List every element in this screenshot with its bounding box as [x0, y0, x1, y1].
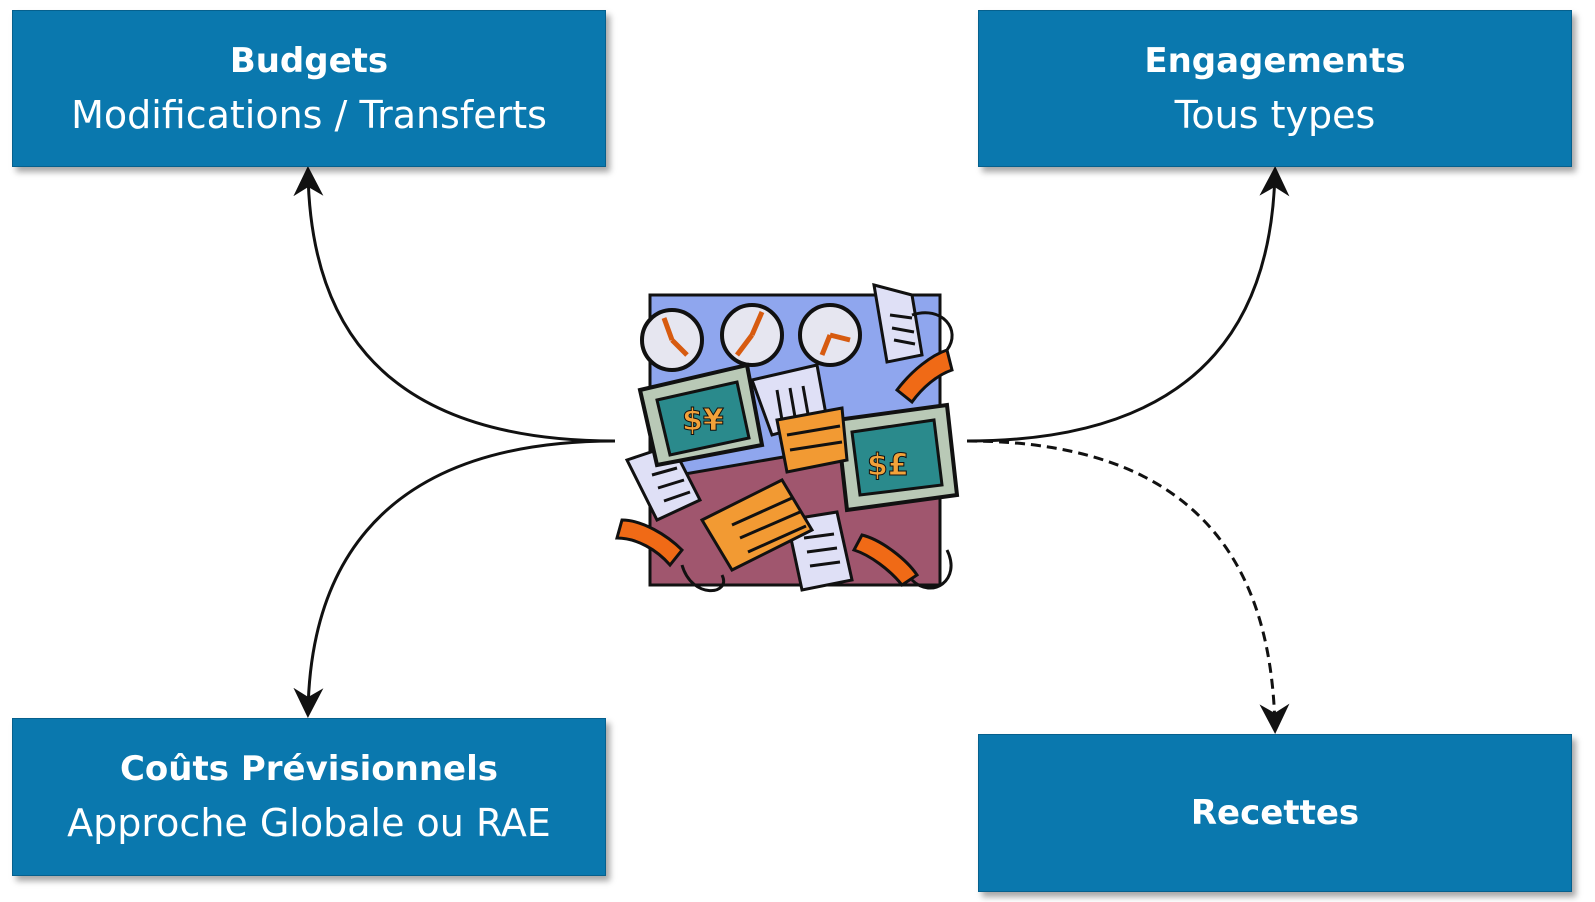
telephone-icon [851, 533, 920, 588]
budgets-box: Budgets Modifications / Transferts [12, 10, 606, 167]
clock-icon [798, 303, 862, 367]
budgets-subtitle: Modifications / Transferts [71, 92, 547, 137]
clock-icon [720, 303, 784, 367]
computer-monitor-icon: $£ [834, 402, 960, 513]
couts-title: Coûts Prévisionnels [119, 749, 499, 789]
connector-to-engagements [966, 166, 1290, 443]
document-icon [872, 282, 924, 364]
finance-office-clipart-icon: $¥ $£ [615, 282, 960, 593]
engagements-subtitle: Tous types [1174, 92, 1376, 137]
connector-to-couts [293, 439, 616, 718]
keyboard-icon [775, 406, 849, 474]
engagements-box: Engagements Tous types [978, 10, 1572, 167]
connector-to-budgets [293, 166, 616, 443]
telephone-icon [894, 348, 954, 405]
svg-text:$¥: $¥ [682, 403, 724, 438]
computer-monitor-icon: $¥ [637, 362, 765, 468]
couts-previsionnels-box: Coûts Prévisionnels Approche Globale ou … [12, 718, 606, 876]
couts-subtitle: Approche Globale ou RAE [67, 801, 551, 845]
svg-text:$£: $£ [867, 448, 909, 483]
connector-to-recettes [966, 439, 1290, 734]
budgets-title: Budgets [229, 40, 389, 81]
clock-icon [640, 308, 704, 372]
recettes-box: Recettes [978, 734, 1572, 892]
recettes-title: Recettes [1190, 793, 1360, 833]
keyboard-icon [699, 478, 815, 572]
telephone-icon [615, 518, 685, 568]
engagements-title: Engagements [1144, 40, 1406, 81]
